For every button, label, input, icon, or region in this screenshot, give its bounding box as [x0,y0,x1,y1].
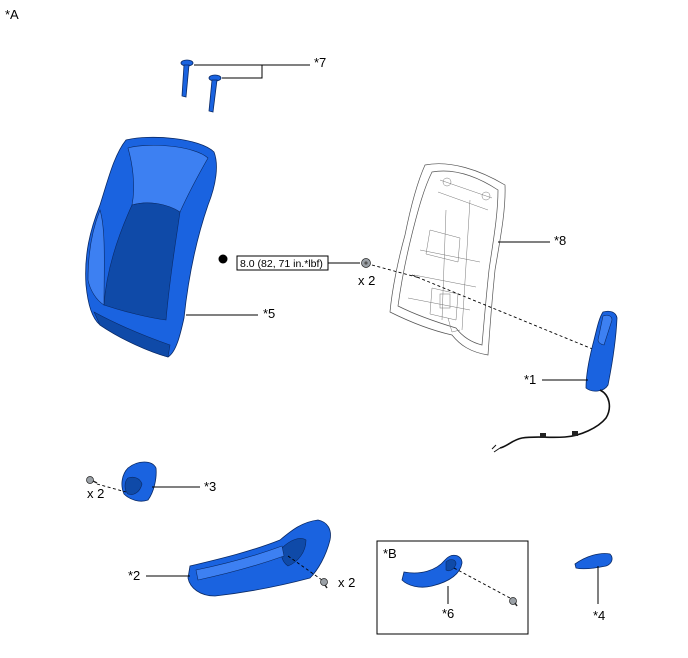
pin-clip-1 [180,59,194,98]
qty-upper-cover-screws: x 2 [87,486,104,501]
callout-5: *5 [263,306,275,321]
side-shield-screw [320,578,328,589]
sub-view-box [376,540,529,635]
torque-spec: 8.0 (82, 71 in.*lbf) [240,258,323,270]
side-shield [187,519,331,597]
upper-cover-screw [86,476,98,484]
frame-bolt [361,258,371,268]
upper-cover [121,461,157,502]
seatback-cover [85,136,217,358]
side-shield-alt [401,554,463,588]
side-airbag-assembly [491,310,618,453]
callout-7: *7 [314,55,326,70]
side-shield-axis [287,555,323,581]
callout-6: *6 [442,606,454,621]
pin-clips [180,59,222,113]
seat-frame [389,163,506,356]
torque-mark-dot [218,254,228,264]
callout-8: *8 [554,233,566,248]
callout-3: *3 [204,479,216,494]
leader-line-7 [194,64,310,79]
pin-clip-2 [208,74,222,113]
view-label-a: *A [5,7,19,22]
small-cap [574,553,613,570]
frame-to-airbag-axis [411,274,596,351]
view-label-b: *B [383,546,397,561]
side-shield-alt-screw [509,597,518,607]
callout-2: *2 [128,568,140,583]
side-shield-alt-axis [453,567,511,599]
callout-4: *4 [593,608,605,623]
qty-side-shield-screws: x 2 [338,575,355,590]
callout-1: *1 [524,372,536,387]
qty-frame-bolts: x 2 [358,273,375,288]
